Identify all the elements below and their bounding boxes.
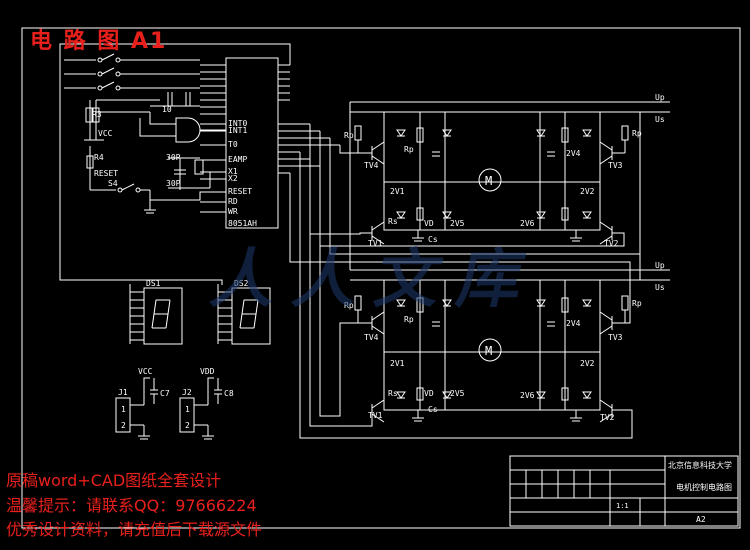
- display-ds1: [129, 284, 183, 345]
- h-bridge-1: [354, 111, 629, 245]
- label-2v2-2: 2V2: [580, 359, 595, 368]
- label-j1-pin2: 2: [121, 421, 126, 430]
- label-r3: R3: [92, 110, 102, 119]
- label-s4: S4: [108, 179, 118, 188]
- label-rp-5: Rp: [632, 299, 642, 308]
- label-reset-pin: RESET: [228, 187, 252, 196]
- label-rs-2: Rs: [388, 389, 398, 398]
- label-tv3-1: TV3: [608, 161, 623, 170]
- label-vcc-top: VCC: [98, 129, 113, 138]
- label-up-1: Up: [655, 93, 665, 102]
- label-c8: C8: [224, 389, 234, 398]
- label-ds2: DS2: [234, 279, 249, 288]
- label-ds1: DS1: [146, 279, 161, 288]
- label-vdd: VDD: [200, 367, 215, 376]
- promo-line-3: 优秀设计资料，请充值后下载源文件: [6, 520, 263, 539]
- label-j2: J2: [182, 388, 192, 397]
- label-2v6-2: 2V6: [520, 391, 535, 400]
- title-block: [509, 455, 739, 527]
- label-vd-2: VD: [424, 389, 434, 398]
- label-eamp: EAMP: [228, 155, 247, 164]
- label-tv2-1: TV2: [604, 239, 619, 248]
- crystal-oscillator: [150, 92, 226, 190]
- h-bridge-2: [354, 279, 629, 423]
- label-rp-2: Rp: [632, 129, 642, 138]
- label-rp-1: Rp: [344, 131, 354, 140]
- label-int0: INT0: [228, 119, 247, 128]
- label-2v1-1: 2V1: [390, 187, 405, 196]
- label-rs-1: Rs: [388, 217, 398, 226]
- label-j2-pin2: 2: [185, 421, 190, 430]
- label-rp-3: Rp: [404, 145, 414, 154]
- label-reset: RESET: [94, 169, 118, 178]
- title-block-drawing: 电机控制电路图: [676, 482, 732, 492]
- mcu-block: [59, 43, 340, 285]
- title-block-school: 北京信息科技大学: [668, 460, 732, 470]
- label-c10: 10: [162, 105, 172, 114]
- label-tv1-1: TV1: [368, 239, 383, 248]
- control-wiring: [289, 124, 640, 439]
- label-int1: INT1: [228, 126, 247, 135]
- label-30p-1: 30P: [166, 153, 181, 162]
- label-tv3-2: TV3: [608, 333, 623, 342]
- label-tv4-2: TV4: [364, 333, 379, 342]
- connector-j2: [179, 377, 222, 440]
- label-vd-1: VD: [424, 219, 434, 228]
- watermark: 人人文库: [204, 242, 549, 317]
- label-2v4-2: 2V4: [566, 319, 581, 328]
- label-2v5-1: 2V5: [450, 219, 465, 228]
- label-wr: WR: [228, 207, 238, 216]
- label-2v6-1: 2V6: [520, 219, 535, 228]
- label-r4: R4: [94, 153, 104, 162]
- label-2v5-2: 2V5: [450, 389, 465, 398]
- label-x2: X2: [228, 174, 238, 183]
- label-vcc: VCC: [138, 367, 153, 376]
- label-us-2: Us: [655, 283, 665, 292]
- label-up-2: Up: [655, 261, 665, 270]
- reset-circuit: [86, 146, 226, 214]
- label-us-1: Us: [655, 115, 665, 124]
- label-t0: T0: [228, 140, 238, 149]
- label-tv2-2: TV2: [600, 413, 615, 422]
- label-mcu: 8051AH: [228, 219, 257, 228]
- title-block-sheet: A2: [696, 515, 706, 524]
- label-cs-1: Cs: [428, 235, 438, 244]
- promo-line-1: 原稿word+CAD图纸全套设计: [6, 471, 222, 490]
- label-rd: RD: [228, 197, 238, 206]
- connector-j1: [115, 377, 158, 440]
- label-cs-2: Cs: [428, 405, 438, 414]
- label-motor-2: M: [485, 344, 492, 358]
- title-block-scale: 1:1: [616, 502, 629, 510]
- label-tv4-1: TV4: [364, 161, 379, 170]
- label-2v2-1: 2V2: [580, 187, 595, 196]
- label-c7: C7: [160, 389, 170, 398]
- label-2v1-2: 2V1: [390, 359, 405, 368]
- label-j2-pin1: 1: [185, 405, 190, 414]
- label-30p-2: 30P: [166, 179, 181, 188]
- page-title: 电 路 图 A1: [30, 29, 168, 54]
- label-rp-6: Rp: [404, 315, 414, 324]
- label-2v4-1: 2V4: [566, 149, 581, 158]
- label-rp-4: Rp: [344, 301, 354, 310]
- switch-array: [64, 53, 200, 141]
- label-motor-1: M: [485, 174, 492, 188]
- label-j1: J1: [118, 388, 128, 397]
- display-ds2: [217, 284, 271, 345]
- label-x1: X1: [228, 167, 238, 176]
- label-tv1-2: TV1: [368, 411, 383, 420]
- label-j1-pin1: 1: [121, 405, 126, 414]
- promo-line-2: 温馨提示：请联系QQ：97666224: [6, 496, 257, 515]
